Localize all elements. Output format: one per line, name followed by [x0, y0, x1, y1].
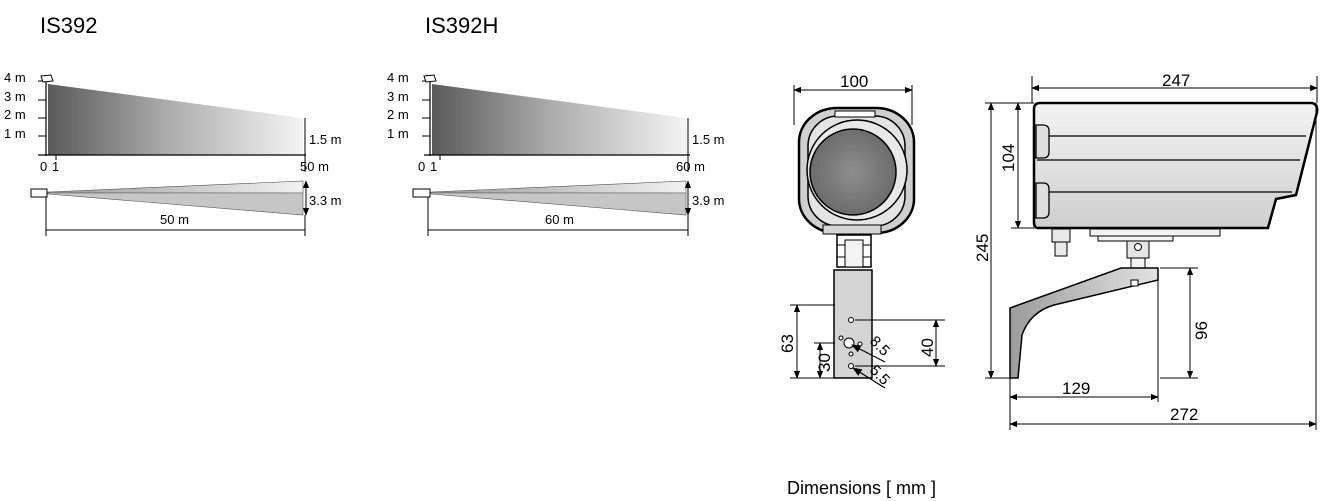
- dimensions-caption: Dimensions [ mm ]: [787, 478, 937, 498]
- is392h-x-start-label: 0: [418, 159, 425, 174]
- side-view-drawing: 247 245 104 96 129 272: [973, 71, 1319, 430]
- front-view-drawing: 100 63 30 40 8.5 5.5: [778, 72, 945, 389]
- arm-height-label: 96: [1192, 321, 1211, 340]
- is392h-height-tick-1m: 1 m: [387, 126, 409, 141]
- is392-range-label: 50 m: [300, 159, 329, 174]
- is392-height-tick-2m: 2 m: [4, 107, 26, 122]
- is392-height-tick-3m: 3 m: [4, 89, 26, 104]
- total-height-label: 245: [973, 234, 992, 262]
- front-width-label: 100: [840, 72, 868, 91]
- is392-beam-width-label: 3.3 m: [309, 193, 342, 208]
- model-title-is392: IS392: [40, 13, 98, 38]
- is392h-height-tick-4m: 4 m: [387, 70, 409, 85]
- is392h-range-label: 60 m: [676, 159, 705, 174]
- bracket-lower-label: 30: [815, 353, 834, 372]
- housing-height-label: 104: [999, 144, 1018, 172]
- is392-beam-height-label: 1.5 m: [309, 132, 342, 147]
- model-title-is392h: IS392H: [425, 13, 499, 38]
- is392h-top-length-label: 60 m: [545, 212, 574, 227]
- is392h-beam-height-label: 1.5 m: [692, 132, 725, 147]
- arm-length-label: 129: [1062, 379, 1090, 398]
- is392-top-length-label: 50 m: [160, 212, 189, 227]
- bracket-height-label: 63: [778, 334, 797, 353]
- is392h-x-one-label: 1: [430, 159, 437, 174]
- is392h-height-tick-2m: 2 m: [387, 107, 409, 122]
- side-length-label: 247: [1162, 71, 1190, 90]
- is392-height-tick-4m: 4 m: [4, 70, 26, 85]
- is392-side-view: 4 m 3 m 2 m 1 m 1.5 m 0 1 50 m: [4, 70, 342, 174]
- is392-x-one-label: 1: [52, 159, 59, 174]
- is392h-top-view: 3.9 m 60 m: [412, 180, 725, 236]
- is392-height-tick-1m: 1 m: [4, 126, 26, 141]
- is392h-height-tick-3m: 3 m: [387, 89, 409, 104]
- is392h-side-view: 4 m 3 m 2 m 1 m 1.5 m 0 1 60 m: [387, 70, 725, 174]
- hole-spacing-label: 40: [918, 338, 937, 357]
- is392h-beam-width-label: 3.9 m: [692, 193, 725, 208]
- is392-x-start-label: 0: [40, 159, 47, 174]
- total-length-label: 272: [1170, 405, 1198, 424]
- is392-top-view: 3.3 m 50 m: [30, 180, 342, 236]
